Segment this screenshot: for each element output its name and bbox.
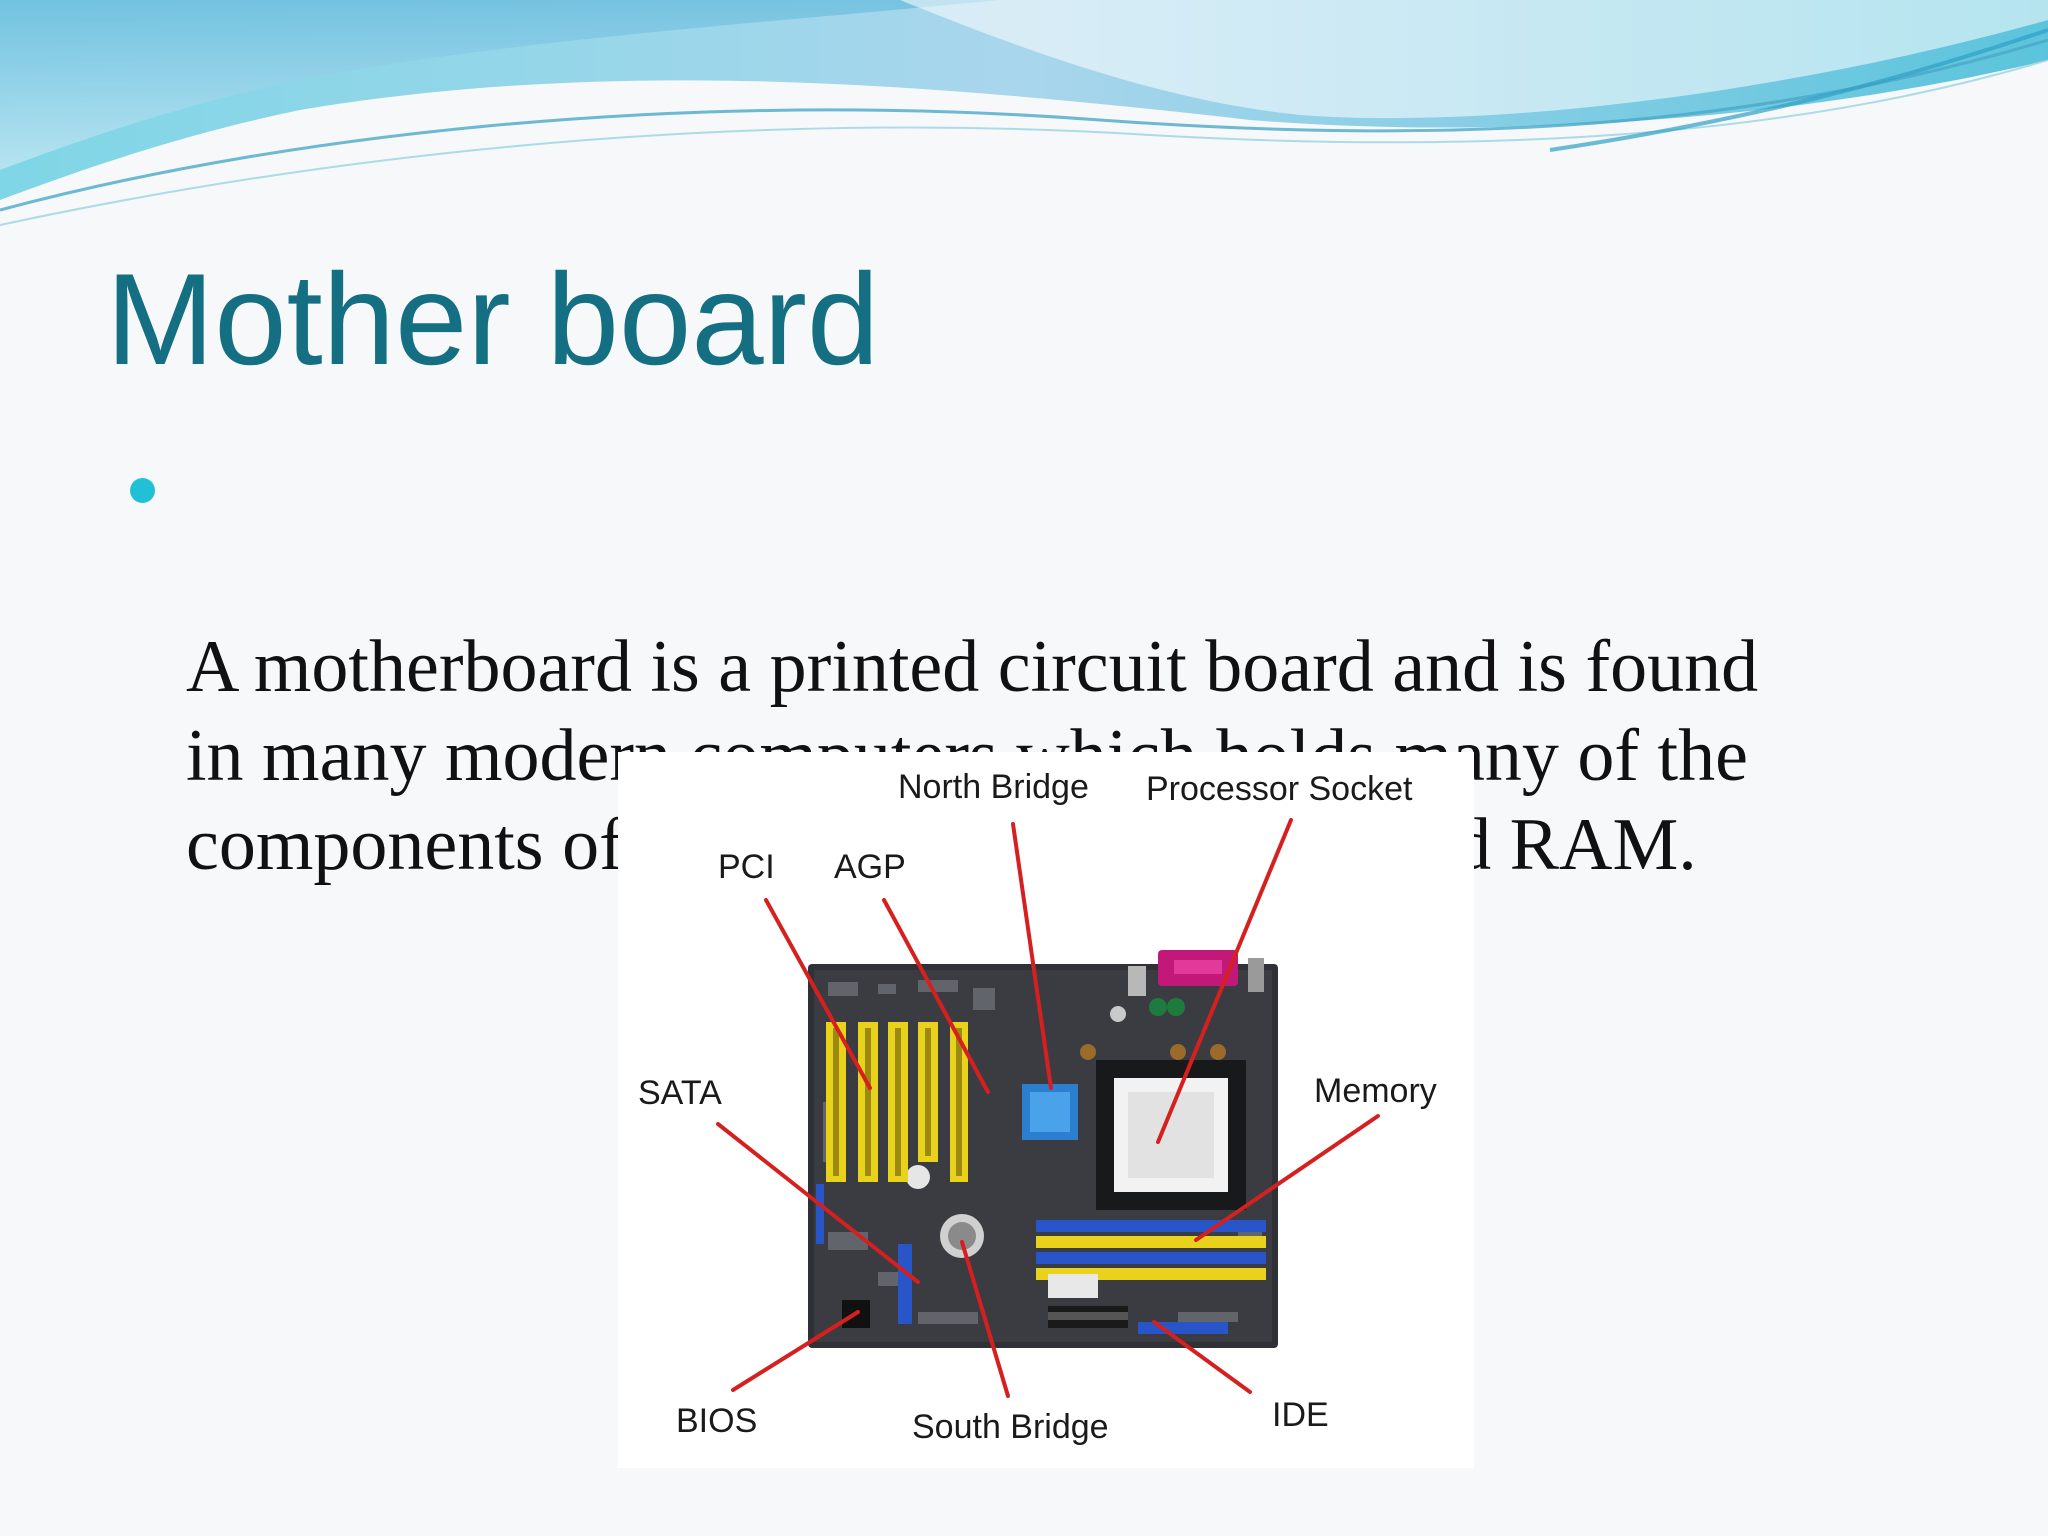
label-sata: SATA	[638, 1074, 722, 1112]
leader-lines	[716, 818, 1380, 1398]
label-processor-socket: Processor Socket	[1146, 770, 1413, 808]
motherboard-diagram: North Bridge Processor Socket PCI AGP SA…	[618, 752, 1474, 1468]
label-bios: BIOS	[676, 1402, 757, 1440]
label-memory: Memory	[1314, 1072, 1437, 1110]
header-wave-decoration	[0, 0, 2048, 226]
motherboard-illustration	[808, 950, 1278, 1348]
motherboard-diagram-svg: North Bridge Processor Socket PCI AGP SA…	[638, 768, 1437, 1446]
bullet-dot-icon	[130, 478, 155, 503]
label-north-bridge: North Bridge	[898, 768, 1089, 806]
slide-title: Mother board	[106, 246, 880, 392]
label-agp: AGP	[834, 848, 906, 886]
label-ide: IDE	[1272, 1396, 1329, 1434]
label-pci: PCI	[718, 848, 775, 886]
label-south-bridge: South Bridge	[912, 1408, 1109, 1446]
